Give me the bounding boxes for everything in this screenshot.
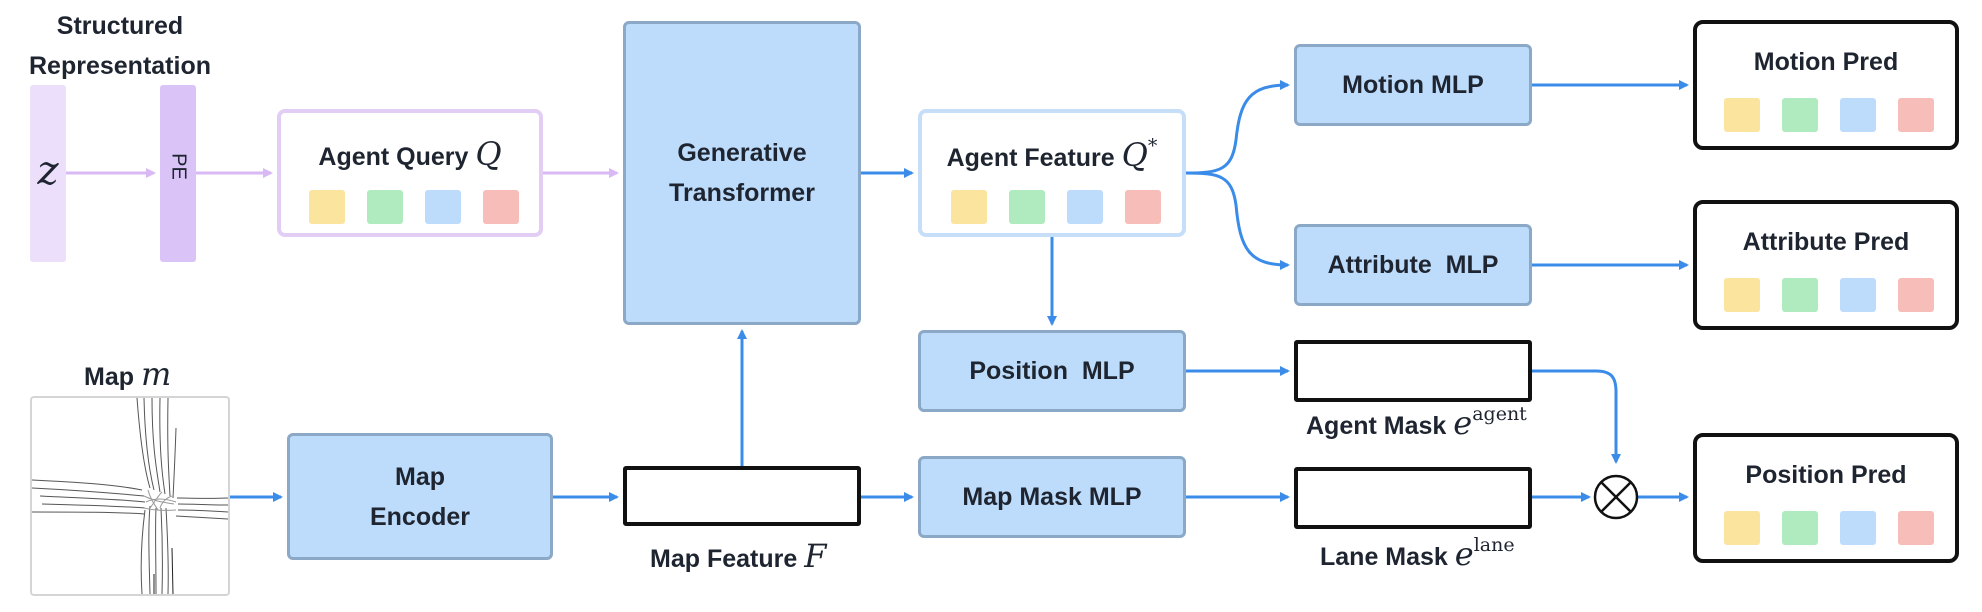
position-token-red [1898,511,1934,545]
z-symbol: z [37,148,59,194]
motion-token-red [1898,98,1934,132]
arrow-agent-mask-to-multiply [1532,369,1621,464]
position-token-green [1782,511,1818,545]
road-map-sketch [32,398,228,594]
map-feature-label: Map Feature F [650,537,827,575]
map-image [30,396,230,596]
query-token-red [483,190,519,224]
map-mask-mlp-block: Map Mask MLP [918,456,1186,538]
motion-token-green [1782,98,1818,132]
motion-mlp-block: Motion MLP [1294,44,1532,126]
query-token-blue [425,190,461,224]
lane-mask-vector [1294,467,1532,529]
query-token-yellow [309,190,345,224]
agent-query-box: Agent Query Q [277,109,543,237]
position-token-blue [1840,511,1876,545]
arrow-feature-to-motion-mlp [1185,80,1290,175]
motion-pred-box: Motion Pred [1693,20,1959,150]
attribute-pred-box: Attribute Pred [1693,200,1959,330]
attribute-pred-label: Attribute Pred [1742,228,1910,256]
query-token-green [367,190,403,224]
feature-token-blue [1067,190,1103,224]
feature-token-green [1009,190,1045,224]
motion-token-blue [1840,98,1876,132]
generative-transformer-block: Generative Transformer [623,21,861,325]
lane-mask-label: Lane Mask elane [1320,534,1515,573]
attribute-mlp-block: Attribute MLP [1294,224,1532,306]
motion-pred-label: Motion Pred [1753,48,1899,76]
position-token-yellow [1724,511,1760,545]
agent-query-label: Agent Query Q [318,135,502,173]
pe-bar [160,85,196,262]
agent-mask-label: Agent Mask eagent [1306,403,1527,442]
arrow-feature-to-attribute-mlp [1185,171,1290,270]
attribute-token-green [1782,278,1818,312]
attribute-token-blue [1840,278,1876,312]
position-mlp-block: Position MLP [918,330,1186,412]
structured-representation-title: Structured Representation [29,12,211,80]
z-latent-bar [30,85,66,262]
map-title: Map m [84,355,172,393]
map-encoder-block: Map Encoder [287,433,553,560]
motion-token-yellow [1724,98,1760,132]
multiply-operator [1593,474,1639,520]
agent-feature-label: Agent Feature Q* [946,135,1158,174]
feature-token-red [1125,190,1161,224]
attribute-token-red [1898,278,1934,312]
map-feature-vector [623,466,861,526]
agent-mask-vector [1294,340,1532,402]
position-pred-label: Position Pred [1745,461,1907,489]
position-pred-box: Position Pred [1693,433,1959,563]
agent-feature-box: Agent Feature Q* [918,109,1186,237]
feature-token-yellow [951,190,987,224]
attribute-token-yellow [1724,278,1760,312]
